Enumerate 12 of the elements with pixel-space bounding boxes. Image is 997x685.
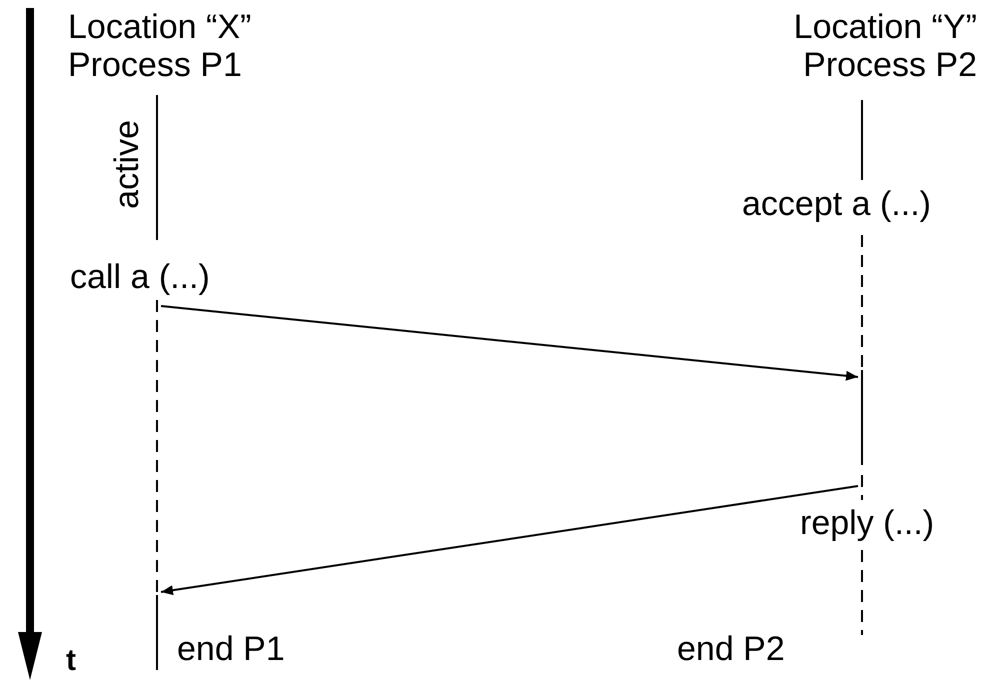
- message-arrow: [160, 485, 858, 596]
- end-label: end P2: [677, 630, 785, 668]
- message-label: call a (...): [70, 258, 210, 296]
- message-arrow: [160, 305, 858, 381]
- time-label: t: [66, 643, 76, 679]
- process-heading: Location “Y” Process P2: [792, 8, 977, 84]
- state-label: active: [108, 120, 146, 209]
- entry-label: accept a (...): [742, 185, 931, 223]
- message-label: reply (...): [800, 504, 934, 542]
- lifeline: [155, 95, 159, 670]
- process-heading: Location “X” Process P1: [68, 8, 252, 84]
- end-label: end P1: [177, 630, 285, 668]
